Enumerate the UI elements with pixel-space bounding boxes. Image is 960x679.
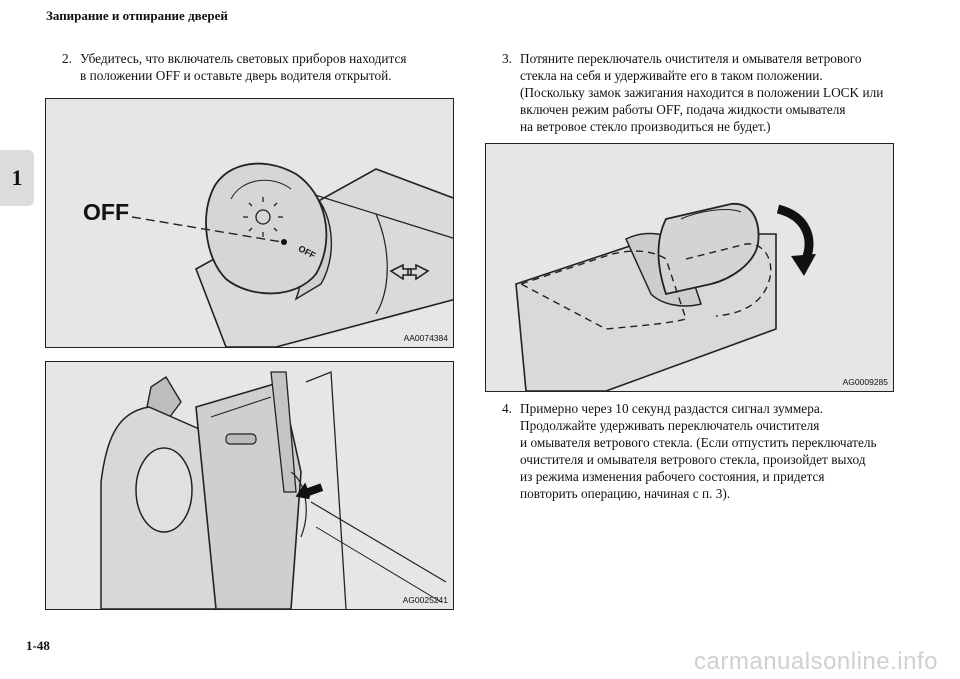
step-4: 4. Примерно через 10 секунд раздастся си… [502,400,877,502]
step-line: включен режим работы OFF, подача жидкост… [520,102,846,117]
figure-wiper-lever: AG0009285 [485,143,894,392]
step-line: (Поскольку замок зажигания находится в п… [520,85,884,100]
step-line: стекла на себя и удерживайте его в таком… [520,68,823,83]
wiper-lever-illustration [515,203,816,391]
figure-code: AA0074384 [403,333,448,343]
step-number: 3. [502,51,512,66]
light-switch-illustration [131,162,453,347]
figure-code: AG0009285 [842,377,888,387]
off-label-large: OFF [83,199,129,225]
figure-light-switch: OFF OFF AA0074384 [45,98,454,348]
step-number: 2. [62,51,72,66]
page-number: 1-48 [26,638,50,653]
step-line: из режима изменения рабочего состояния, … [520,469,825,484]
step-line: Убедитесь, что включатель световых прибо… [80,51,407,66]
step-line: в положении OFF и оставьте дверь водител… [80,68,392,83]
step-3: 3. Потяните переключатель очистителя и о… [502,50,883,135]
door-illustration [100,371,447,609]
step-line: Потяните переключатель очистителя и омыв… [520,51,862,66]
step-line: очистителя и омывателя ветрового стекла,… [520,452,866,467]
figure-door: AG0025241 [45,361,454,610]
step-line: повторить операцию, начиная с п. 3). [520,486,731,501]
step-number: 4. [502,401,512,416]
chapter-tab: 1 [0,150,34,206]
watermark: carmanualsonline.info [694,648,938,675]
step-line: Примерно через 10 секунд раздастся сигна… [520,401,824,416]
step-line: Продолжайте удерживать переключатель очи… [520,418,820,433]
step-line: и омывателя ветрового стекла. (Если отпу… [520,435,877,450]
page-header: Запирание и отпирание дверей [46,8,228,23]
figure-code: AG0025241 [402,595,448,605]
step-2: 2. Убедитесь, что включатель световых пр… [62,50,406,84]
step-line: на ветровое стекло производиться не буде… [520,119,771,134]
